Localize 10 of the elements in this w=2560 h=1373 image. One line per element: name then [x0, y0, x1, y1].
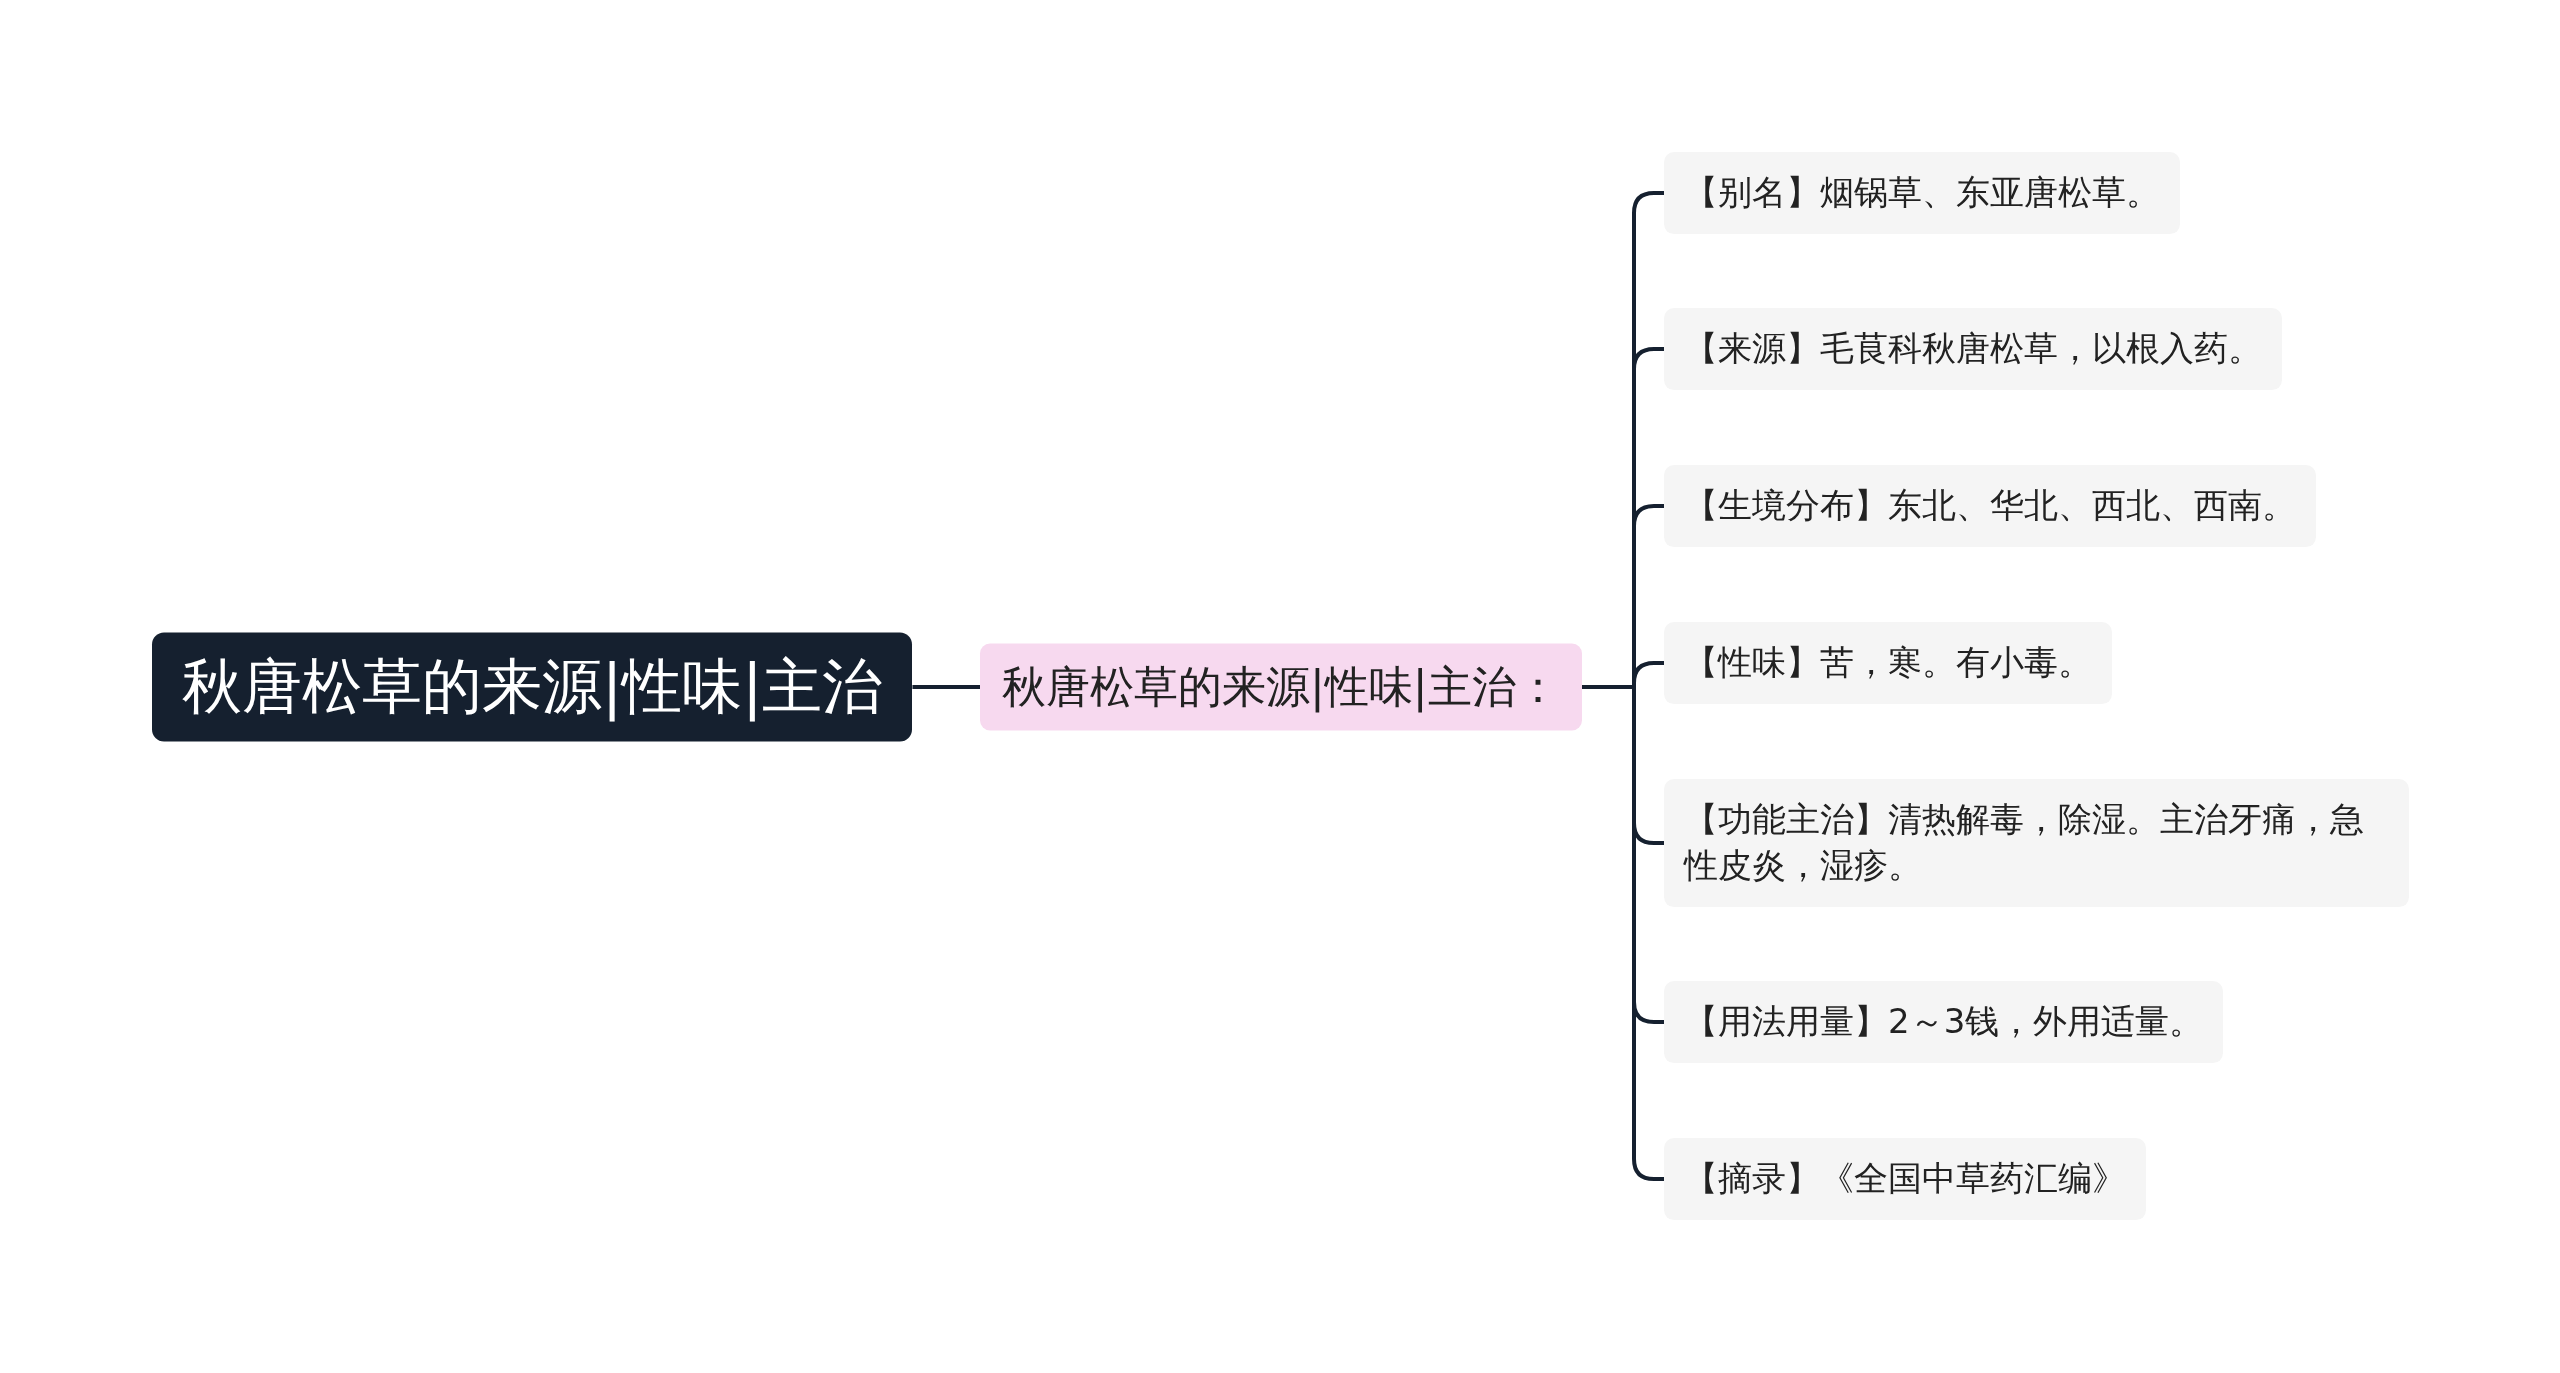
connector-line	[912, 685, 980, 689]
leaf-topic: 【用法用量】2～3钱，外用适量。	[1664, 981, 2224, 1063]
leaf-topic: 【功能主治】清热解毒，除湿。主治牙痛，急性皮炎，湿疹。	[1664, 779, 2409, 907]
root-topic: 秋唐松草的来源|性味|主治	[152, 632, 913, 742]
leaf-topic: 【生境分布】东北、华北、西北、西南。	[1664, 465, 2316, 547]
leaf-topic: 【性味】苦，寒。有小毒。	[1664, 622, 2112, 704]
leaf-topic: 【摘录】《全国中草药汇编》	[1664, 1138, 2146, 1220]
leaf-topic: 【别名】烟锅草、东亚唐松草。	[1664, 152, 2180, 234]
leaf-topic: 【来源】毛茛科秋唐松草，以根入药。	[1664, 308, 2282, 390]
branch-topic: 秋唐松草的来源|性味|主治：	[980, 643, 1582, 731]
